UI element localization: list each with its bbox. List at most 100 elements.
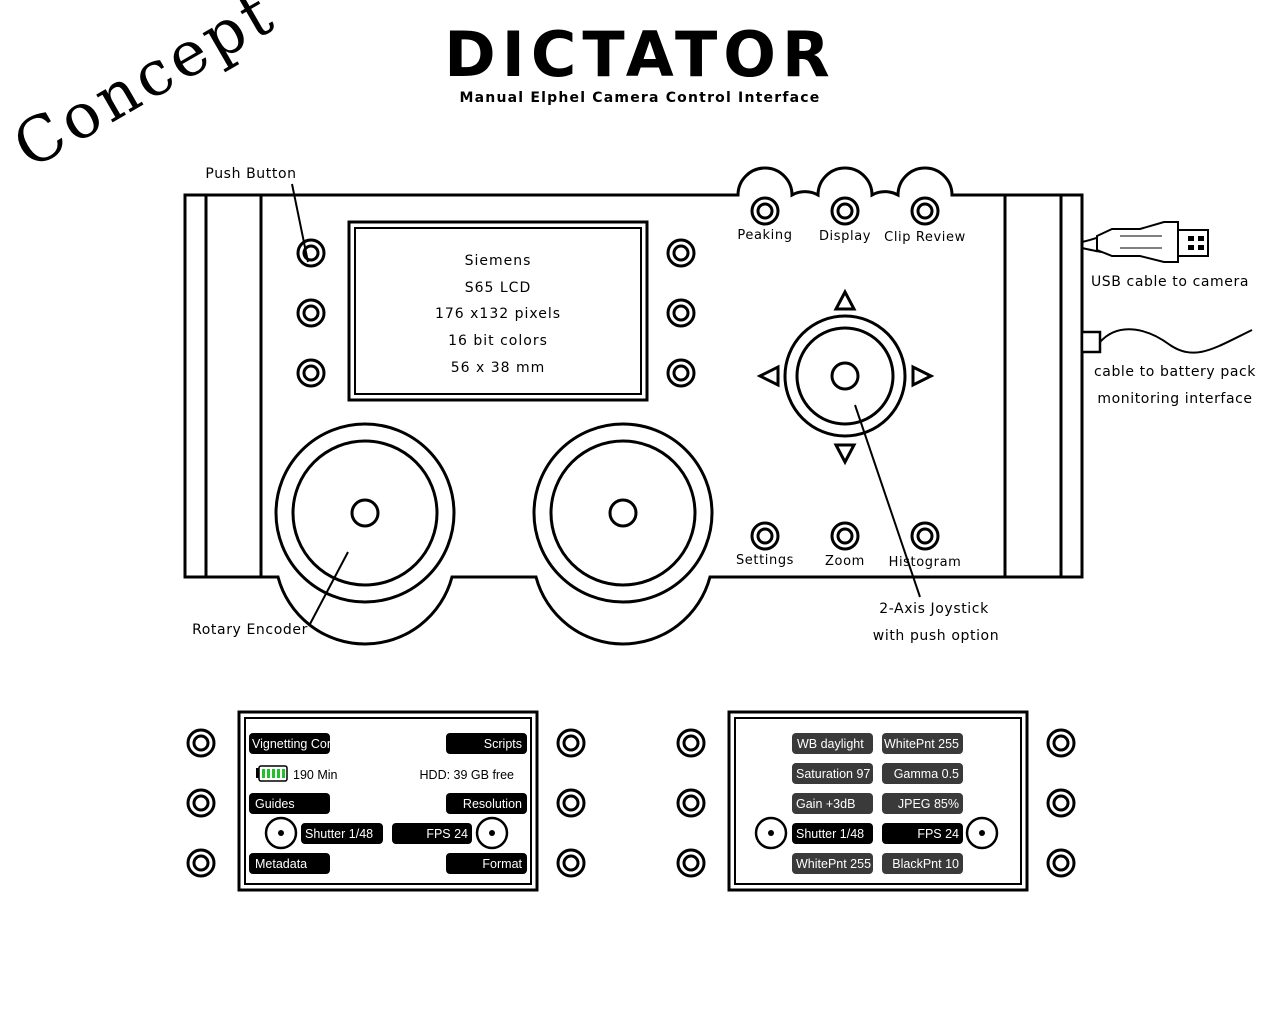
guides-menu-item[interactable]: Guides [249, 793, 330, 814]
svg-text:JPEG 85%: JPEG 85% [898, 797, 959, 811]
push-button[interactable] [1046, 788, 1076, 818]
screen-mockup-2: WB daylight WhitePnt 255 Saturation 97 G… [676, 710, 1076, 892]
push-button[interactable] [676, 848, 706, 878]
histogram-label: Histogram [889, 555, 962, 570]
scripts-menu-item[interactable]: Scripts [446, 733, 527, 754]
lcd-line: 56 x 38 mm [451, 360, 546, 376]
svg-text:Format: Format [482, 857, 522, 871]
svg-text:Vignetting Cor: Vignetting Cor [252, 737, 331, 751]
encoder-right-indicator [475, 816, 509, 850]
whitepoint-setting[interactable]: WhitePnt 255 [882, 733, 963, 754]
page-title: DICTATOR [444, 18, 835, 91]
whitepoint-bottom-setting[interactable]: WhitePnt 255 [792, 853, 873, 874]
svg-text:Shutter 1/48: Shutter 1/48 [796, 827, 864, 841]
format-menu-item[interactable]: Format [446, 853, 527, 874]
arrow-up-icon[interactable] [833, 288, 857, 311]
push-button[interactable] [296, 298, 326, 328]
fps-value[interactable]: FPS 24 [392, 823, 472, 844]
saturation-setting[interactable]: Saturation 97 [792, 763, 873, 784]
battery-callout-line1: cable to battery pack [1094, 364, 1256, 380]
lcd-line: 176 x132 pixels [435, 306, 561, 322]
rotary-encoder-left[interactable] [291, 439, 439, 587]
push-button[interactable] [186, 728, 216, 758]
push-button[interactable] [556, 728, 586, 758]
arrow-down-icon[interactable] [833, 443, 857, 466]
svg-text:WB daylight: WB daylight [797, 737, 864, 751]
svg-text:Guides: Guides [255, 797, 295, 811]
push-button[interactable] [666, 298, 696, 328]
display-label: Display [819, 229, 871, 244]
lcd-line: S65 LCD [465, 280, 532, 296]
hdd-free: HDD: 39 GB free [420, 768, 515, 782]
encoder-right-indicator [965, 816, 999, 850]
histogram-button[interactable] [910, 521, 940, 551]
peaking-button[interactable] [750, 196, 780, 226]
jpeg-setting[interactable]: JPEG 85% [882, 793, 963, 814]
gamma-setting[interactable]: Gamma 0.5 [882, 763, 963, 784]
svg-text:BlackPnt 10: BlackPnt 10 [892, 857, 959, 871]
push-button-leader [291, 183, 309, 263]
metadata-menu-item[interactable]: Metadata [249, 853, 330, 874]
screen-mockup-1: Vignetting Cor Scripts 190 Min HDD: 39 G… [186, 710, 586, 892]
joystick-leader [854, 404, 921, 598]
push-button[interactable] [676, 788, 706, 818]
joystick-callout-line1: 2-Axis Joystick [879, 601, 989, 617]
push-button[interactable] [296, 358, 326, 388]
rotary-encoder-right[interactable] [549, 439, 697, 587]
gain-setting[interactable]: Gain +3dB [792, 793, 873, 814]
blackpoint-setting[interactable]: BlackPnt 10 [882, 853, 963, 874]
display-button[interactable] [830, 196, 860, 226]
arrow-left-icon[interactable] [756, 364, 780, 388]
push-button[interactable] [296, 238, 326, 268]
push-button[interactable] [666, 238, 696, 268]
concept-watermark: Concept [1, 0, 288, 183]
svg-text:FPS 24: FPS 24 [917, 827, 959, 841]
resolution-menu-item[interactable]: Resolution [446, 793, 527, 814]
joystick-inner-ring [795, 326, 895, 426]
fps-value[interactable]: FPS 24 [882, 823, 963, 844]
svg-text:Scripts: Scripts [484, 737, 522, 751]
svg-text:Metadata: Metadata [255, 857, 307, 871]
svg-text:Gamma 0.5: Gamma 0.5 [894, 767, 959, 781]
wb-setting[interactable]: WB daylight [792, 733, 873, 754]
encoder-left-indicator [264, 816, 298, 850]
battery-callout-line2: monitoring interface [1097, 391, 1252, 407]
clip-review-button[interactable] [910, 196, 940, 226]
svg-text:Gain +3dB: Gain +3dB [796, 797, 855, 811]
device-outline [183, 166, 1084, 646]
push-button[interactable] [556, 848, 586, 878]
zoom-label: Zoom [825, 554, 865, 569]
usb-callout: USB cable to camera [1091, 274, 1249, 290]
lcd-side-buttons [296, 238, 696, 388]
lcd-screen: Siemens S65 LCD 176 x132 pixels 16 bit c… [347, 220, 649, 402]
svg-text:Saturation 97: Saturation 97 [796, 767, 870, 781]
push-button[interactable] [666, 358, 696, 388]
rotary-encoder-right-ring [532, 422, 714, 604]
settings-button[interactable] [750, 521, 780, 551]
push-button[interactable] [186, 848, 216, 878]
rotary-encoder-callout: Rotary Encoder [192, 622, 308, 638]
shutter-value[interactable]: Shutter 1/48 [301, 823, 383, 844]
joystick-outer-ring [783, 314, 907, 438]
page-subtitle: Manual Elphel Camera Control Interface [460, 90, 821, 106]
svg-text:Resolution: Resolution [463, 797, 522, 811]
svg-text:WhitePnt 255: WhitePnt 255 [884, 737, 959, 751]
push-button[interactable] [186, 788, 216, 818]
joystick-knob[interactable] [830, 361, 860, 391]
svg-text:WhitePnt 255: WhitePnt 255 [796, 857, 871, 871]
push-button[interactable] [676, 728, 706, 758]
encoder-left-indicator [754, 816, 788, 850]
battery-cable-icon [1080, 328, 1253, 354]
lcd-line: 16 bit colors [448, 333, 548, 349]
joystick[interactable] [756, 288, 935, 466]
zoom-button[interactable] [830, 521, 860, 551]
push-button[interactable] [1046, 728, 1076, 758]
push-button[interactable] [556, 788, 586, 818]
vignetting-menu-item[interactable]: Vignetting Cor [249, 733, 331, 754]
shutter-value[interactable]: Shutter 1/48 [792, 823, 873, 844]
clip-review-label: Clip Review [884, 230, 966, 245]
lcd-inner [354, 227, 642, 395]
push-button[interactable] [1046, 848, 1076, 878]
arrow-right-icon[interactable] [911, 364, 935, 388]
